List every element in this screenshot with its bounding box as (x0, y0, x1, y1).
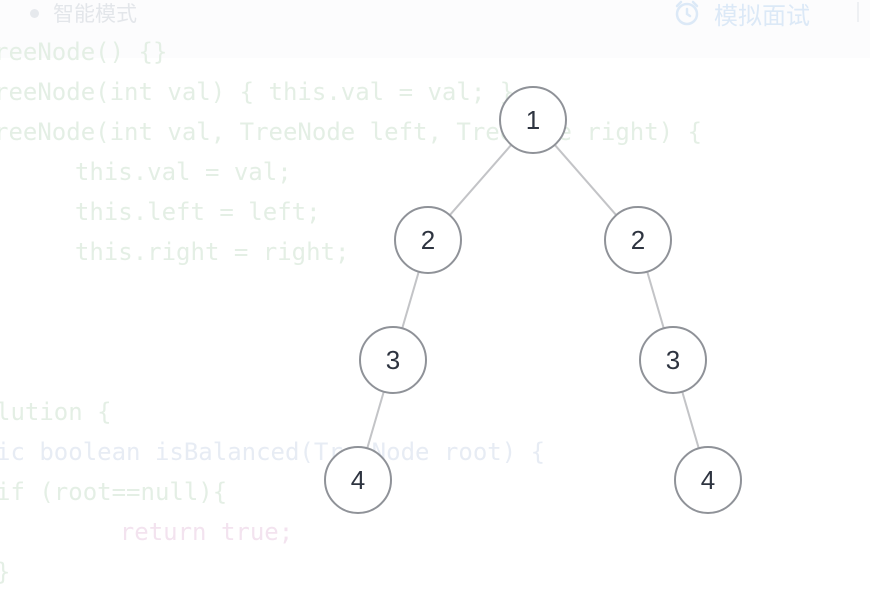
mock-interview-button[interactable]: 模拟面试 (674, 0, 810, 30)
tree-node-circle (499, 86, 567, 154)
tree-node: 4 (674, 446, 742, 514)
code-line: this.right = right; (46, 238, 350, 266)
tree-node-circle (604, 206, 672, 274)
tree-node: 1 (499, 86, 567, 154)
tree-edge (401, 271, 420, 329)
code-line: if (root==null){ (0, 478, 228, 506)
tree-edge (553, 144, 618, 216)
tree-node: 4 (324, 446, 392, 514)
toolbar-divider (857, 2, 859, 22)
code-line: lution { (0, 398, 112, 426)
tree-node-label: 2 (631, 225, 645, 255)
tree-node-label: 1 (526, 105, 540, 135)
tree-node-label: 2 (421, 225, 435, 255)
tree-edges (366, 144, 700, 449)
code-line: reeNode(int val) { this.val = val; } (0, 78, 515, 106)
tree-edge (448, 144, 513, 216)
tree-node-label: 4 (351, 465, 365, 495)
tree-node-label: 3 (666, 345, 680, 375)
tree-node-label: 3 (386, 345, 400, 375)
tree-edge (646, 271, 665, 329)
code-line: return true; (62, 518, 294, 546)
tree-node: 3 (639, 326, 707, 394)
tree-node-circle (359, 326, 427, 394)
tree-edge (366, 391, 385, 449)
tree-nodes: 1 2 2 3 3 4 4 (324, 86, 742, 514)
code-line: this.val = val; (46, 158, 292, 186)
code-line: reeNode() {} (0, 38, 168, 66)
tree-node-label: 4 (701, 465, 715, 495)
tree-edge (681, 391, 700, 449)
tree-node: 3 (359, 326, 427, 394)
alarm-clock-icon (675, 0, 699, 26)
tree-node-circle (394, 206, 462, 274)
tree-node: 2 (394, 206, 462, 274)
tree-node-circle (324, 446, 392, 514)
tree-node-circle (674, 446, 742, 514)
smart-mode-label: 智能模式 (53, 3, 137, 26)
tree-node-circle (639, 326, 707, 394)
tree-node: 2 (604, 206, 672, 274)
code-line: } (0, 552, 10, 592)
editor-toolbar: 智能模式 模拟面试 (0, 0, 870, 58)
smart-mode-toggle[interactable]: 智能模式 (30, 0, 137, 26)
code-line: this.left = left; (46, 198, 321, 226)
mock-interview-label: 模拟面试 (714, 2, 810, 30)
dot-icon (30, 8, 39, 18)
